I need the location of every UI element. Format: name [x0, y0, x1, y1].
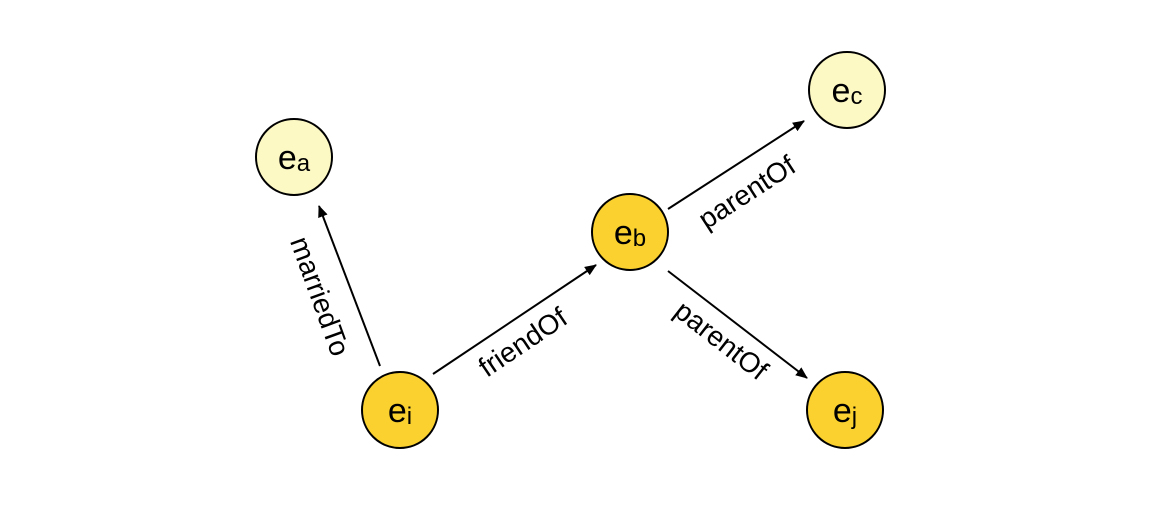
- node-ej-sub: j: [851, 403, 857, 430]
- node-ej-main: e: [833, 392, 852, 430]
- svg-text:ea: ea: [278, 139, 311, 177]
- edge-parent-of-c-label: parentOf: [693, 149, 801, 234]
- edge-married-to-arrow: [318, 205, 381, 367]
- node-eb-main: e: [614, 214, 633, 252]
- node-ej-circle: [806, 371, 884, 449]
- node-eb-circle: [591, 193, 669, 271]
- edge-married-to-label: marriedTo: [284, 232, 356, 360]
- edge-married-to: marriedTo: [284, 205, 381, 367]
- svg-text:ej: ej: [833, 392, 857, 430]
- edge-friend-of: friendOf: [432, 264, 597, 383]
- node-ei-sub: i: [407, 403, 412, 430]
- node-ea-circle: [255, 118, 333, 196]
- svg-text:ei: ei: [388, 392, 412, 430]
- edge-parent-of-j: parentOf: [667, 270, 808, 386]
- node-ei: ei: [361, 371, 439, 449]
- node-eb-sub: b: [633, 225, 646, 252]
- node-ei-main: e: [388, 392, 407, 430]
- edge-parent-of-c: parentOf: [667, 120, 805, 235]
- node-ej: ej: [806, 371, 884, 449]
- edge-friend-of-arrow: [432, 264, 597, 375]
- node-eb: eb: [591, 193, 669, 271]
- node-ec-circle: [808, 51, 886, 129]
- svg-text:eb: eb: [614, 214, 646, 252]
- node-ea-main: e: [278, 139, 297, 177]
- node-ec-sub: c: [850, 83, 862, 110]
- node-ec-main: e: [832, 72, 851, 110]
- edge-parent-of-c-arrow: [667, 120, 805, 210]
- node-ec: ec: [808, 51, 886, 129]
- node-ei-circle: [361, 371, 439, 449]
- svg-text:ec: ec: [832, 72, 863, 110]
- node-ea: ea: [255, 118, 333, 196]
- edge-parent-of-j-arrow: [667, 270, 808, 379]
- node-ea-sub: a: [297, 150, 311, 177]
